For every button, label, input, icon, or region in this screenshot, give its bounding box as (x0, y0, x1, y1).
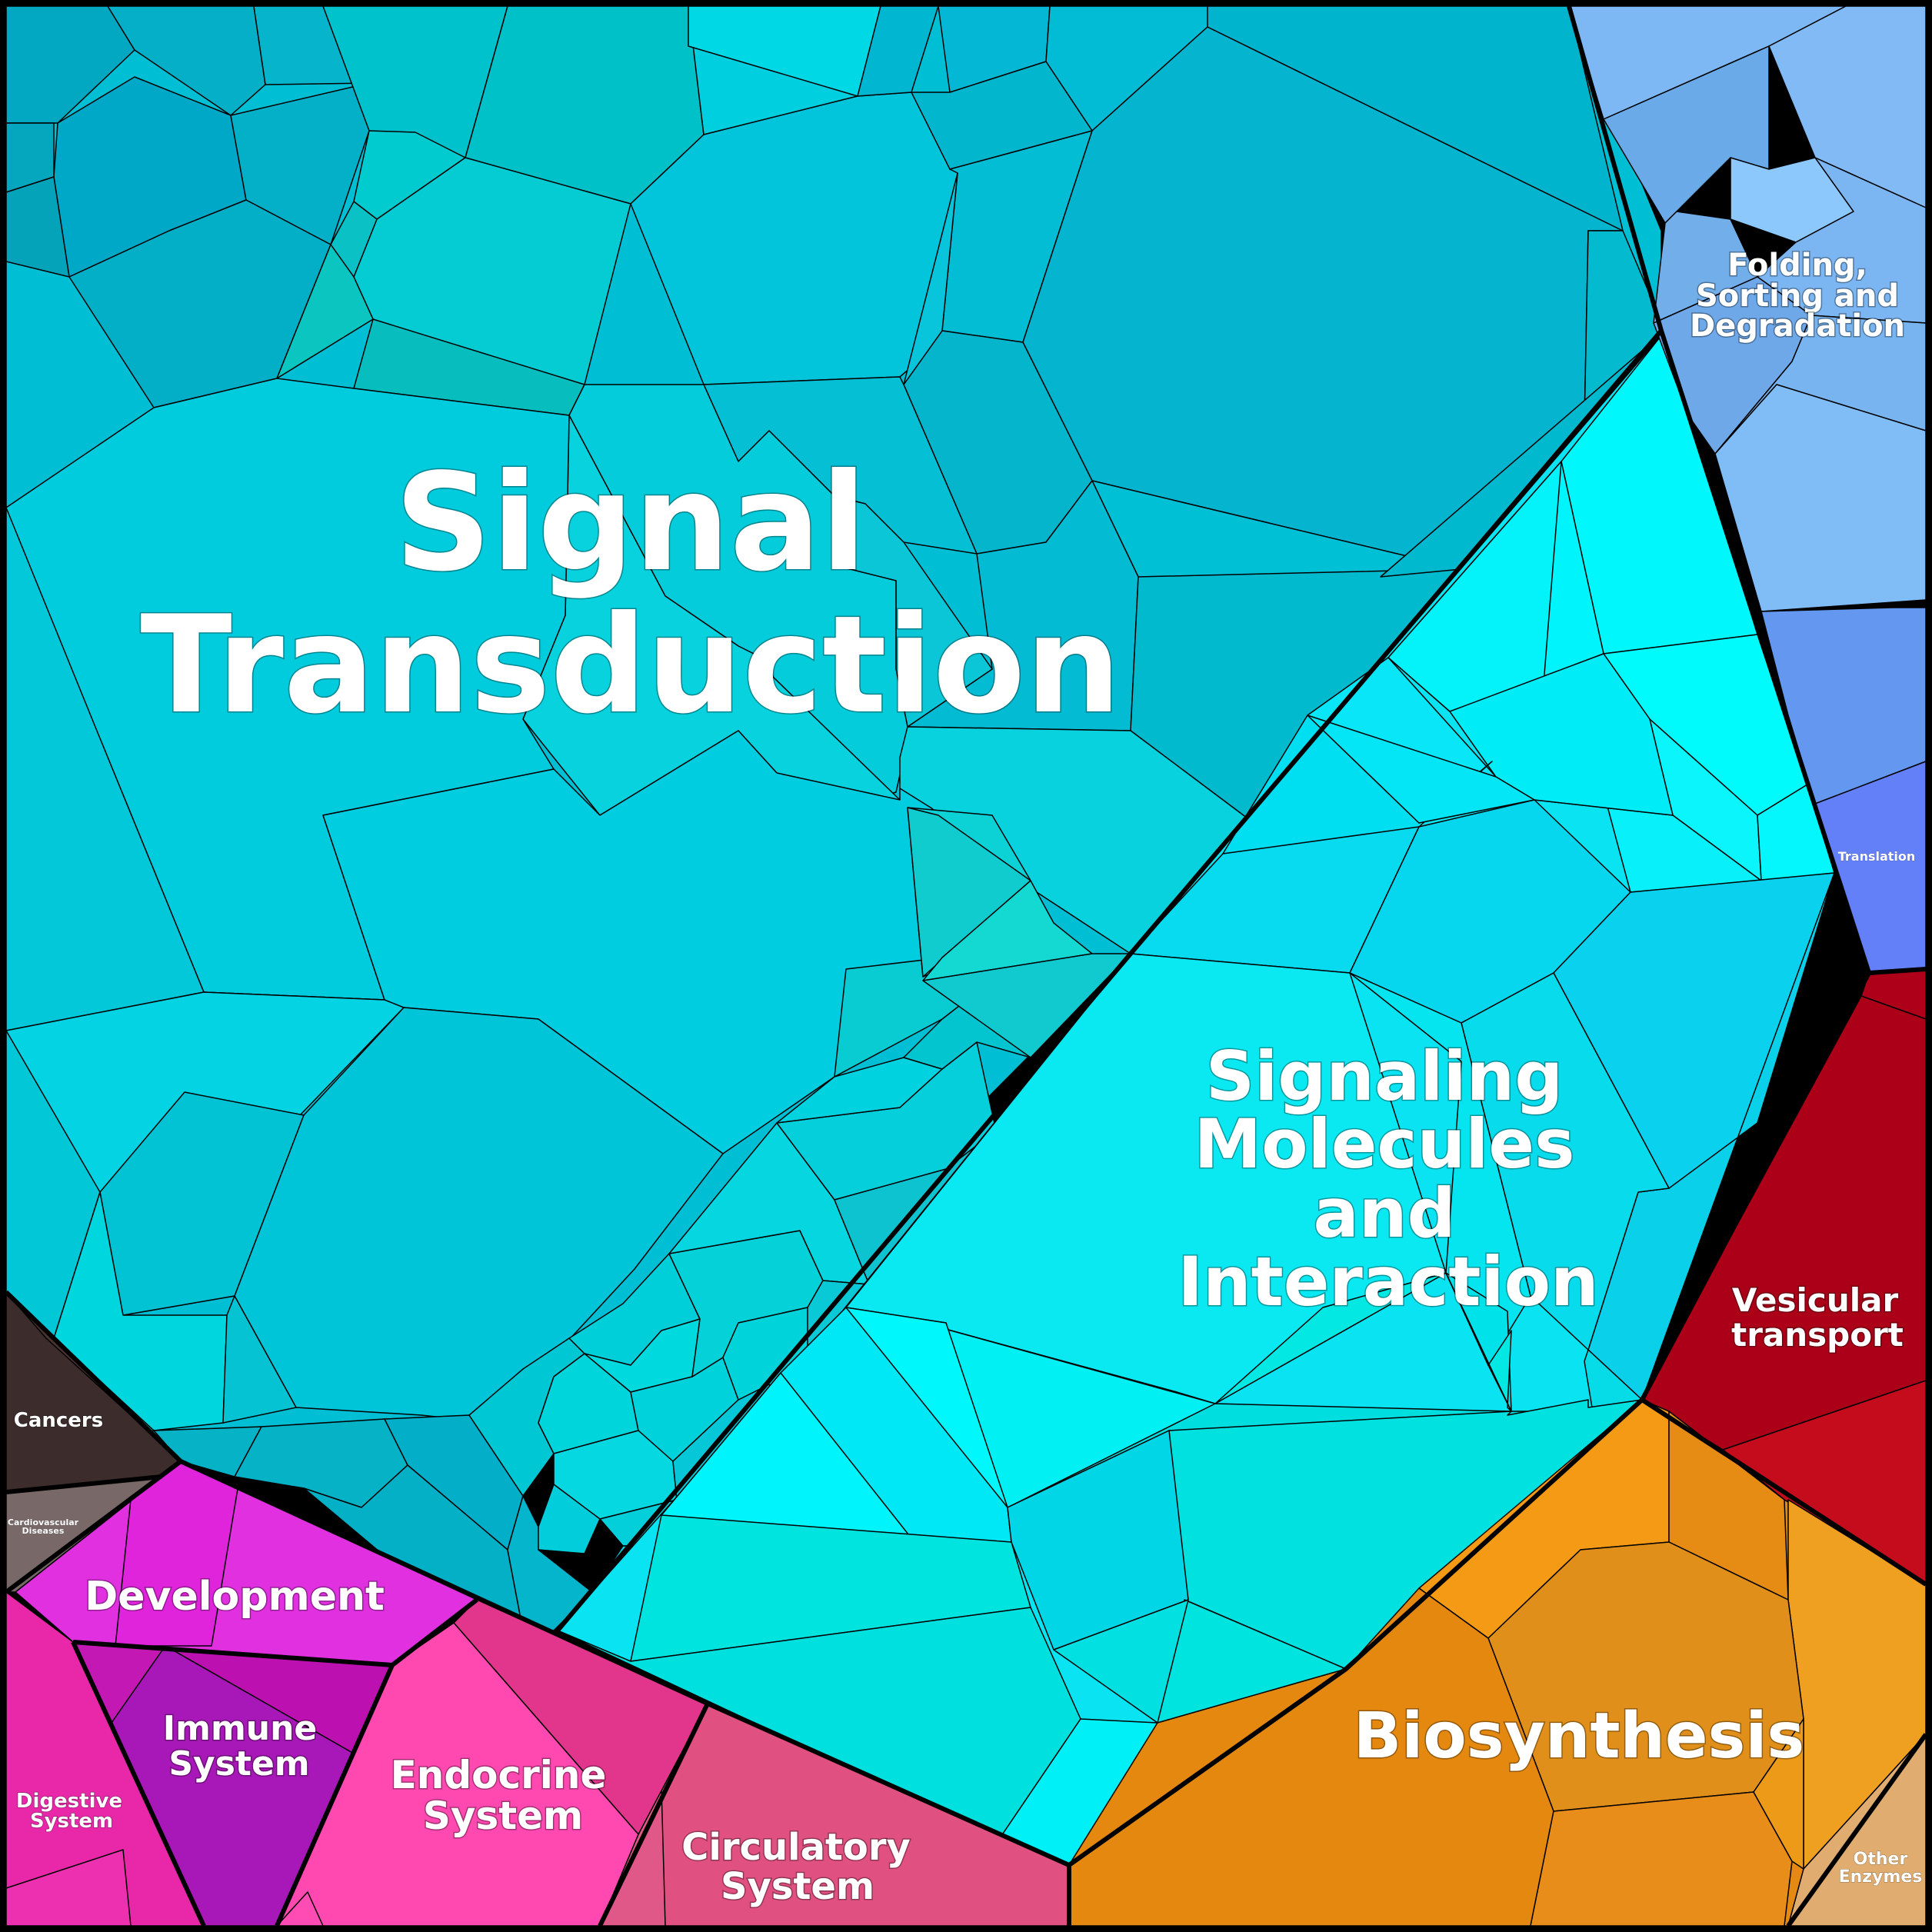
label-line: transport (1731, 1316, 1904, 1354)
label-line: Molecules (1194, 1104, 1575, 1184)
label-line: and (1313, 1174, 1455, 1253)
label-line: System (721, 1865, 874, 1908)
label-line: Diseases (22, 1526, 65, 1536)
label-line: System (30, 1810, 113, 1833)
label-line: Transduction (140, 588, 1121, 744)
label-translation: Translation (1838, 849, 1916, 864)
label-line: Digestive (16, 1790, 122, 1813)
label-line: Translation (1838, 849, 1916, 864)
label-line: System (423, 1794, 583, 1838)
label-line: Vesicular (1732, 1281, 1899, 1319)
label-line: Signaling (1206, 1037, 1564, 1116)
region-signaling-molecules (557, 330, 1835, 1866)
label-line: Immune (163, 1709, 318, 1748)
label-line: Other (1854, 1850, 1908, 1869)
label-line: Signal (395, 445, 867, 601)
label-line: Endocrine (391, 1753, 607, 1797)
label-line: Biosynthesis (1354, 1700, 1805, 1773)
label-line: Enzymes (1839, 1867, 1923, 1887)
label-line: Folding, (1727, 248, 1867, 283)
label-development: Development (85, 1574, 385, 1620)
label-line: Interaction (1178, 1242, 1598, 1321)
region-vesicular-transport (1641, 968, 1927, 1585)
label-line: System (168, 1744, 309, 1784)
label-line: Sorting and (1696, 278, 1899, 314)
label-biosynthesis: Biosynthesis (1354, 1700, 1805, 1773)
label-line: Cancers (14, 1409, 103, 1432)
label-line: Circulatory (681, 1826, 911, 1869)
label-line: Degradation (1690, 308, 1905, 344)
label-line: Development (85, 1574, 385, 1620)
label-line: Cardiovascular (8, 1517, 79, 1527)
region-biosynthesis (1068, 1399, 1927, 1927)
label-cancers: Cancers (14, 1409, 103, 1432)
region-development (15, 1461, 478, 1666)
